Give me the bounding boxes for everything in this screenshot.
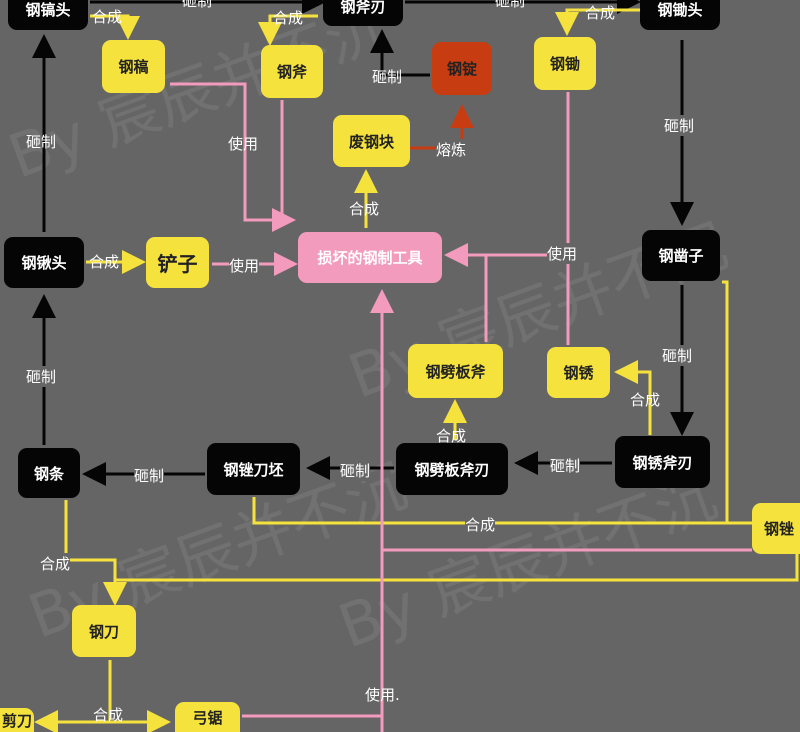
node-steel-file: 钢锉 [752,503,800,554]
node-steel-mattock: 钢锈 [547,347,610,398]
edge-label-use: 使用 [229,255,260,276]
node-steel-bar: 钢条 [18,448,80,498]
edge-label-craft: 合成 [40,553,71,574]
node-steel-chisel: 钢凿子 [642,230,720,281]
edge-label-make: 砸制 [26,133,57,151]
edge-label-craft: 合成 [585,4,616,22]
edge-label-make: 砸制 [550,455,581,476]
edge-label-make: 砸制 [495,0,526,10]
edge-label-smelt: 熔炼 [436,139,467,160]
edge-label-use: 使用. [365,686,400,704]
node-hacksaw: 弓锯 [175,702,240,732]
node-steel-hoe-head: 钢锄头 [640,0,720,30]
node-shovel: 铲子 [146,237,209,288]
node-steel-knife: 钢刀 [72,605,136,657]
node-steel-hoe: 钢锄 [534,37,596,90]
edge-label-make: 砸制 [340,460,371,481]
node-steel-ingot: 钢锭 [432,42,492,95]
edge-label-craft: 合成 [273,9,304,27]
edge-label-make: 砸制 [662,345,693,366]
node-steel-splitting-axe: 钢劈板斧 [408,344,503,398]
edge-label-craft: 合成 [465,514,496,535]
edge-label-use: 使用 [547,243,578,264]
node-steel-axe: 钢斧 [261,45,323,98]
edge-label-craft: 合成 [349,200,380,218]
edge-label-make: 砸制 [134,465,165,486]
node-broken-steel-tool: 损坏的钢制工具 [298,232,442,283]
node-steel-pickaxe-head: 钢镐头 [8,0,88,30]
edge-label-craft: 合成 [436,427,467,445]
node-steel-shovel-head: 钢锹头 [4,237,84,288]
node-steel-axe-blade: 钢斧刃 [323,0,403,26]
edge-label-make: 砸制 [26,366,57,387]
edge-label-craft: 合成 [89,253,120,271]
edge-label-craft: 合成 [92,8,123,26]
node-scrap-steel: 废钢块 [333,115,410,167]
edge-label-use: 使用 [228,135,259,153]
edge-label-make: 砸制 [372,68,403,86]
node-steel-file-blank: 钢锉刀坯 [207,443,300,495]
edge-label-craft: 合成 [630,391,661,409]
node-steel-splitting-axe-blade: 钢劈板斧刃 [396,443,508,495]
edge-label-make: 砸制 [182,0,213,10]
node-scissors: 剪刀 [0,708,34,732]
edge-label-make: 砸制 [664,115,695,136]
edge-label-craft: 合成 [93,706,124,724]
node-steel-mattock-blade: 钢锈斧刃 [615,436,710,488]
node-steel-pickaxe: 钢稿 [102,40,165,93]
